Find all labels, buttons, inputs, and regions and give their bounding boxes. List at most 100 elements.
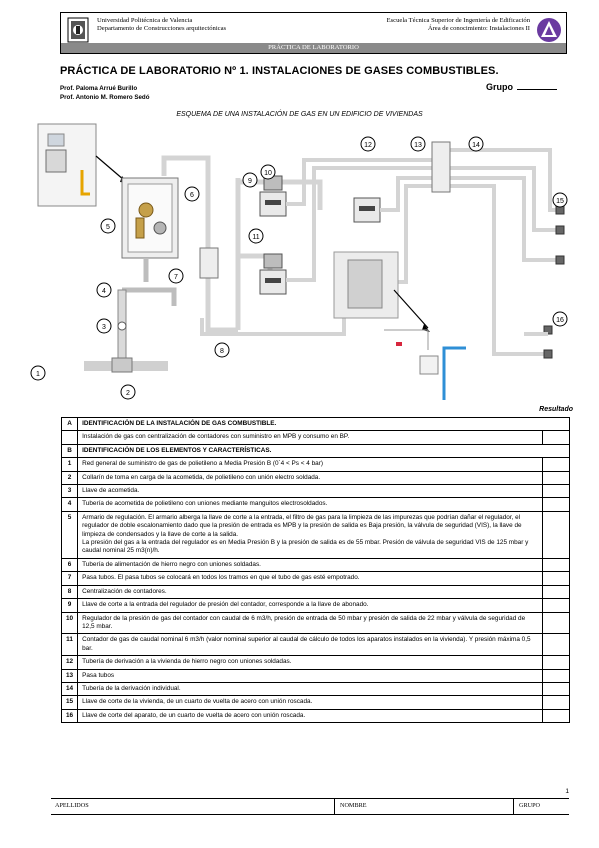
callout-13: 13 bbox=[410, 136, 426, 152]
row-description: Llave de corte a la entrada del regulado… bbox=[77, 598, 543, 613]
row-description: Centralización de contadores. bbox=[77, 584, 543, 600]
row-number: 14 bbox=[60, 681, 79, 697]
header-institution: Universidad Politécnica de Valencia Depa… bbox=[97, 17, 227, 32]
row-description: Tubería de derivación a la vivienda de h… bbox=[77, 655, 543, 670]
row-number: 6 bbox=[60, 557, 79, 573]
callout-16: 16 bbox=[552, 311, 568, 327]
row-description: IDENTIFICACIÓN DE LOS ELEMENTOS Y CARACT… bbox=[77, 443, 570, 459]
row-description: Pasa tubos bbox=[77, 668, 543, 683]
svg-text:3: 3 bbox=[102, 324, 106, 331]
page-number: 1 bbox=[565, 788, 569, 795]
row-number: B bbox=[60, 443, 79, 459]
callout-6: 6 bbox=[184, 186, 200, 202]
school-logo-icon bbox=[537, 18, 561, 42]
page-header: Universidad Politécnica de Valencia Depa… bbox=[60, 12, 567, 54]
result-cell[interactable] bbox=[542, 695, 570, 710]
row-description: Tubería de alimentación de hierro negro … bbox=[77, 557, 543, 573]
diagram-title: ESQUEMA DE UNA INSTALACIÓN DE GAS EN UN … bbox=[176, 111, 423, 118]
callout-4: 4 bbox=[96, 282, 112, 298]
result-cell[interactable] bbox=[542, 655, 570, 670]
row-number: 5 bbox=[60, 510, 79, 559]
result-cell[interactable] bbox=[542, 681, 570, 697]
row-description: Tubería de la derivación individual. bbox=[77, 681, 543, 697]
callout-15: 15 bbox=[552, 192, 568, 208]
result-cell[interactable] bbox=[542, 557, 570, 573]
university-seal-icon bbox=[67, 17, 89, 43]
svg-text:7: 7 bbox=[174, 274, 178, 281]
row-number: 11 bbox=[60, 633, 79, 657]
callout-11: 11 bbox=[248, 228, 264, 244]
result-cell[interactable] bbox=[542, 633, 570, 657]
callout-10: 10 bbox=[260, 164, 276, 180]
row-number: 10 bbox=[60, 611, 79, 635]
callout-2: 2 bbox=[120, 384, 136, 400]
row-number: 4 bbox=[60, 497, 79, 512]
row-number: 13 bbox=[60, 668, 79, 683]
callout-7: 7 bbox=[168, 268, 184, 284]
row-number: 3 bbox=[60, 484, 79, 499]
svg-text:4: 4 bbox=[102, 288, 106, 295]
result-cell[interactable] bbox=[542, 457, 570, 472]
resultado-label: Resultado bbox=[539, 406, 573, 413]
header-school: Escuela Técnica Superior de Ingeniería d… bbox=[386, 17, 530, 32]
row-description: Llave de corte de la vivienda, de un cua… bbox=[77, 695, 543, 710]
row-description: Tubería de acometida de polietileno con … bbox=[77, 497, 543, 512]
table-row: Instalación de gas con centralización de… bbox=[60, 430, 570, 445]
svg-text:15: 15 bbox=[556, 198, 564, 205]
result-cell[interactable] bbox=[542, 470, 570, 486]
row-number: 9 bbox=[60, 598, 79, 613]
row-description: Contador de gas de caudal nominal 6 m3/h… bbox=[77, 633, 543, 657]
row-number: 16 bbox=[60, 708, 79, 724]
grupo-label: GRUPO bbox=[519, 802, 540, 809]
apellidos-label: APELLIDOS bbox=[55, 802, 89, 809]
result-cell[interactable] bbox=[542, 584, 570, 600]
row-description: Collarín de toma en carga de la acometid… bbox=[77, 470, 543, 486]
row-description: Llave de acometida. bbox=[77, 484, 543, 499]
result-cell[interactable] bbox=[542, 571, 570, 586]
row-description: IDENTIFICACIÓN DE LA INSTALACIÓN DE GAS … bbox=[77, 416, 570, 432]
result-cell[interactable] bbox=[542, 611, 570, 635]
result-cell[interactable] bbox=[542, 668, 570, 683]
row-number bbox=[60, 430, 79, 445]
row-number: 7 bbox=[60, 571, 79, 586]
grupo-field: Grupo bbox=[486, 82, 557, 92]
callout-9: 9 bbox=[242, 172, 258, 188]
row-description: Llave de corte del aparato, de un cuarto… bbox=[77, 708, 543, 724]
row-description: Pasa tubos. El pasa tubos se colocará en… bbox=[77, 571, 543, 586]
result-cell[interactable] bbox=[542, 430, 570, 445]
result-cell[interactable] bbox=[542, 510, 570, 559]
result-cell[interactable] bbox=[542, 708, 570, 724]
row-number: 12 bbox=[60, 655, 79, 670]
result-cell[interactable] bbox=[542, 497, 570, 512]
callout-14: 14 bbox=[468, 136, 484, 152]
row-number: 8 bbox=[60, 584, 79, 600]
nombre-label: NOMBRE bbox=[340, 802, 367, 809]
row-description: Instalación de gas con centralización de… bbox=[77, 430, 543, 445]
gas-installation-diagram: 1 2 3 4 5 6 7 8 9 10 11 12 13 14 15 16 bbox=[30, 123, 568, 400]
svg-text:2: 2 bbox=[126, 390, 130, 397]
svg-text:12: 12 bbox=[364, 142, 372, 149]
svg-text:16: 16 bbox=[556, 317, 564, 324]
callout-5: 5 bbox=[100, 218, 116, 234]
svg-text:13: 13 bbox=[414, 142, 422, 149]
result-cell[interactable] bbox=[542, 484, 570, 499]
svg-text:6: 6 bbox=[190, 192, 194, 199]
result-cell[interactable] bbox=[542, 598, 570, 613]
callout-3: 3 bbox=[96, 318, 112, 334]
row-description: Red general de suministro de gas de poli… bbox=[77, 457, 543, 472]
